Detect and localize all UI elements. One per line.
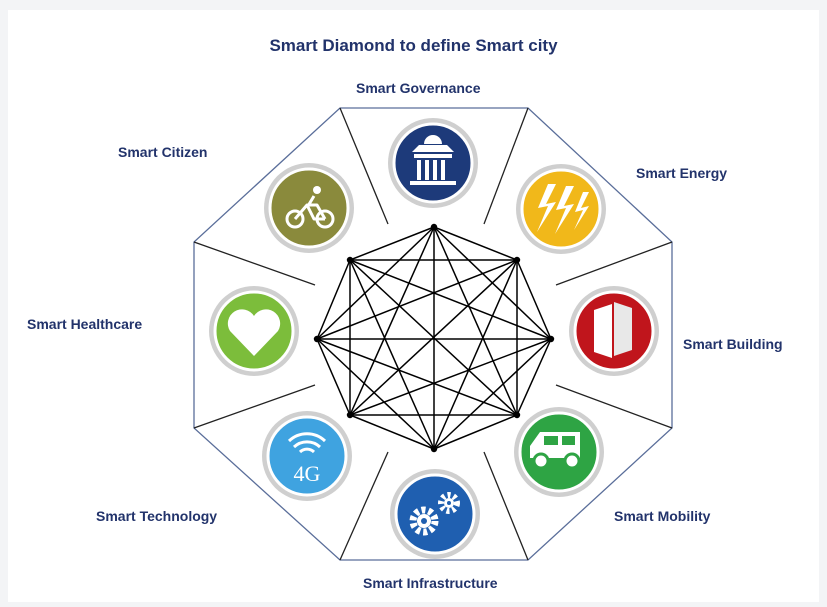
connection-mesh [316,226,552,450]
mesh-line [433,414,518,450]
mesh-line [433,338,552,450]
mesh-node [346,411,354,419]
mesh-node [547,335,555,343]
mesh-line [316,338,435,450]
cyclist-icon [264,163,354,253]
mesh-line [316,338,351,416]
mesh-line [349,338,552,416]
mesh-line [516,338,552,416]
mesh-line [316,338,518,416]
separator-lines [193,107,673,561]
mesh-line [349,259,552,340]
4g-text: 4G [294,461,321,486]
mesh-node [346,256,354,264]
mesh-node [430,223,438,231]
label-smart-mobility: Smart Mobility [614,508,711,524]
mesh-node [430,445,438,453]
label-smart-building: Smart Building [683,336,783,352]
mesh-node [513,256,521,264]
label-smart-healthcare: Smart Healthcare [27,316,143,332]
mesh-node [313,335,321,343]
building-icon [569,286,659,376]
mesh-line [433,259,518,450]
mesh-line [349,226,435,261]
mesh-nodes [313,223,555,453]
mesh-node [513,411,521,419]
gears-icon [390,469,480,559]
diagram-title: Smart Diamond to define Smart city [269,36,558,55]
mesh-line [349,414,435,450]
wifi-4g-icon: 4G [262,411,352,501]
label-smart-technology: Smart Technology [96,508,218,524]
mesh-line [433,226,518,261]
label-smart-citizen: Smart Citizen [118,144,208,160]
mesh-line [349,259,435,450]
lightning-icon [516,164,606,254]
heart-icon [209,286,299,376]
mesh-line [316,259,351,340]
mesh-line [349,259,518,416]
mesh-line [516,259,552,340]
label-smart-infrastructure: Smart Infrastructure [363,575,498,591]
label-smart-governance: Smart Governance [356,80,481,96]
government-building-icon [388,118,478,208]
car-icon [514,407,604,497]
label-smart-energy: Smart Energy [636,165,728,181]
